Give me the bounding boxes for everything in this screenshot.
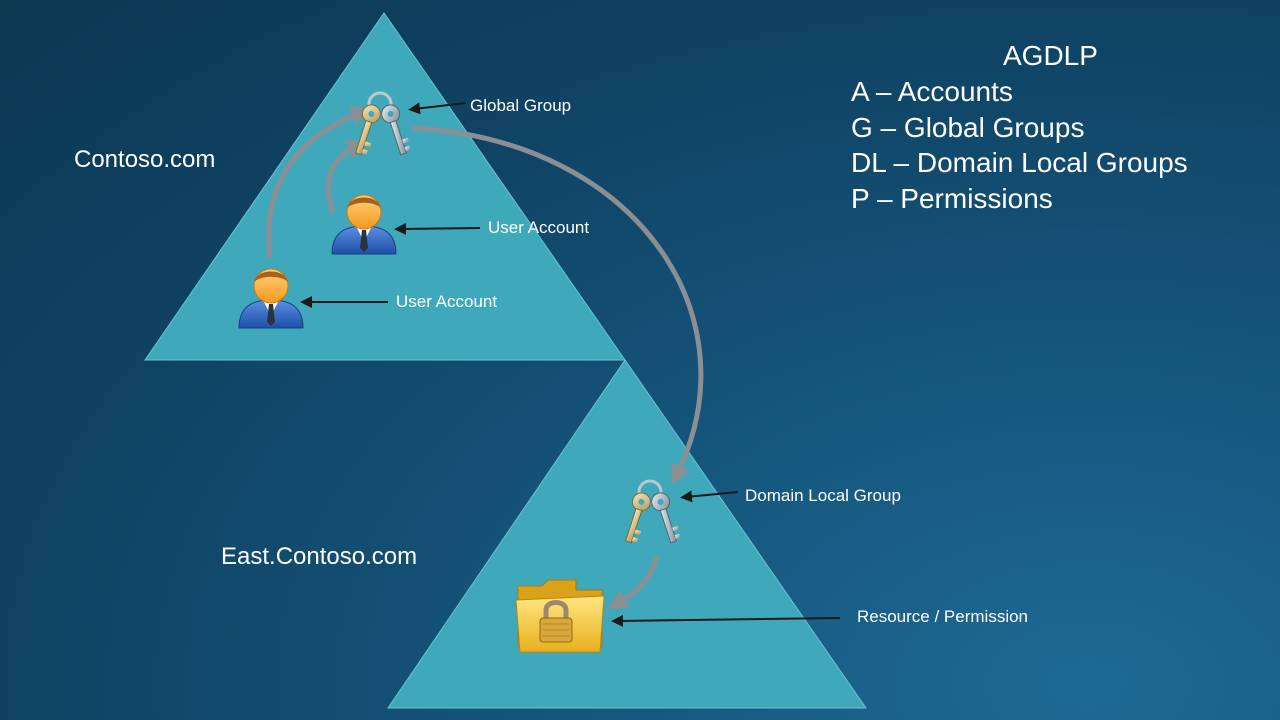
user-account-icon: [331, 194, 397, 255]
legend-title: AGDLP: [1003, 40, 1098, 71]
domain-local-group-keys-icon: [624, 479, 681, 544]
label-domain-local-group: Domain Local Group: [745, 486, 901, 505]
legend-item-permissions: P – Permissions: [851, 183, 1053, 214]
pointer-arrow-user-account-1: [394, 222, 481, 235]
label-resource-permission: Resource / Permission: [857, 607, 1029, 626]
label-user-account: User Account: [396, 292, 498, 311]
legend-item-global-groups: G – Global Groups: [851, 112, 1085, 143]
flow-arrow-domain-local-to-resource: [607, 555, 660, 609]
flow-arrow-user2-to-global: [325, 140, 368, 214]
domain-label-east-contoso: East.Contoso.com: [221, 543, 418, 570]
pointer-arrow-global-group: [408, 102, 467, 115]
contoso-domain-triangle: [144, 12, 626, 361]
flow-arrow-user1-to-global: [266, 106, 372, 259]
pointer-arrow-domain-local-group: [680, 490, 739, 503]
label-global-group: Global Group: [470, 96, 572, 115]
global-group-keys-icon: [354, 91, 411, 156]
locked-folder-icon: [515, 579, 605, 653]
east-contoso-domain-triangle: [387, 359, 867, 709]
label-user-account: User Account: [488, 218, 590, 237]
flow-arrow-global-to-domain-local: [411, 125, 704, 485]
domain-label-contoso: Contoso.com: [74, 146, 216, 173]
user-account-icon: [238, 268, 304, 329]
legend-item-domain-local-groups: DL – Domain Local Groups: [851, 147, 1188, 178]
legend-item-accounts: A – Accounts: [851, 76, 1013, 107]
pointer-arrow-resource: [611, 614, 841, 627]
